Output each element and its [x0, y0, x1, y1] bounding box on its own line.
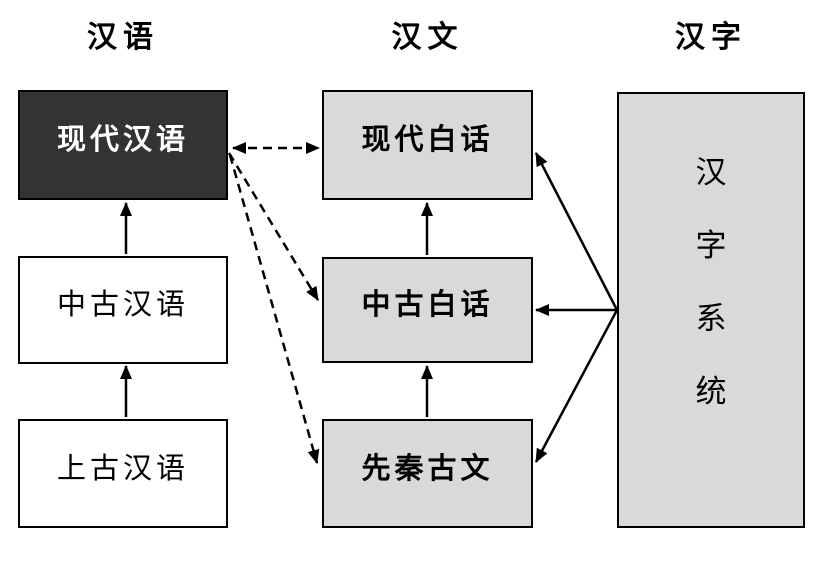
- column-header-hanwen: 汉文: [391, 21, 464, 54]
- column-header-hanzi: 汉字: [675, 21, 747, 54]
- edge-modern-chinese-to-pre-qin-classical: [228, 154, 320, 464]
- node-old-chinese-label: 上古汉语: [56, 452, 189, 485]
- node-middle-chinese-label: 中古汉语: [56, 289, 189, 321]
- node-middle-vernacular: 中古白话: [322, 257, 533, 363]
- edge-hanzi-system-to-modern-vernacular: [534, 152, 619, 311]
- node-pre-qin-classical-label: 先秦古文: [361, 452, 494, 485]
- node-old-chinese: 上古汉语: [18, 419, 228, 528]
- node-pre-qin-classical: 先秦古文: [322, 419, 533, 528]
- edge-modern-chinese-to-middle-vernacular: [227, 152, 320, 301]
- hanzi-system-char-4: 统: [695, 374, 727, 409]
- node-modern-chinese-label: 现代汉语: [56, 124, 189, 156]
- edge-hanzi-system-to-pre-qin-classical: [534, 309, 619, 463]
- hanzi-system-char-1: 汉: [695, 155, 727, 190]
- node-hanzi-system: 汉 字 系 统: [617, 92, 805, 528]
- hanzi-system-char-2: 字: [695, 228, 727, 263]
- node-modern-vernacular: 现代白话: [322, 90, 533, 200]
- column-header-hanyu: 汉语: [87, 21, 159, 54]
- node-modern-vernacular-label: 现代白话: [361, 124, 494, 156]
- node-middle-chinese: 中古汉语: [18, 256, 228, 364]
- hanzi-system-char-3: 系: [695, 301, 727, 336]
- node-middle-vernacular-label: 中古白话: [361, 289, 494, 321]
- node-modern-chinese: 现代汉语: [18, 90, 228, 200]
